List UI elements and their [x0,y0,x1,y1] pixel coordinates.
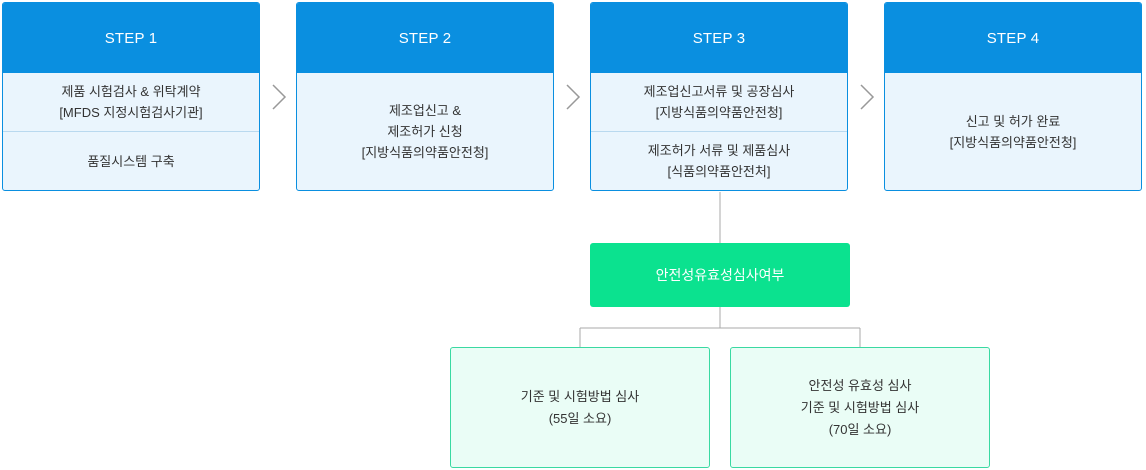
step-4-cell-1-line-1: 신고 및 허가 완료 [965,113,1061,129]
step-3-cell-1-line-2: [지방식품의약품안전청] [655,105,783,120]
option-1-line-2: (55일 소요) [548,410,612,426]
chevron-right-icon [271,83,287,111]
review-option-full: 안전성 유효성 심사 기준 및 시험방법 심사 (70일 소요) [730,347,990,468]
option-2-line-2: 기준 및 시험방법 심사 [800,399,920,415]
step-2-title: STEP 2 [297,3,553,73]
step-3-cell-product-review: 제조허가 서류 및 제품심사 [식품의약품안전처] [591,131,847,190]
step-1-cell-1-line-2: [MFDS 지정시험검사기관] [59,105,203,120]
step-3-cell-2-line-1: 제조허가 서류 및 제품심사 [647,143,791,158]
step-2-cell-1-line-2: 제조허가 신청 [387,124,463,139]
step-1-cell-quality-system: 품질시스템 구축 [3,131,259,190]
review-option-standard: 기준 및 시험방법 심사 (55일 소요) [450,347,710,468]
step-4-cell-completion: 신고 및 허가 완료 [지방식품의약품안전청] [885,73,1141,190]
step-1-cell-1-line-1: 제품 시험검사 & 위탁계약 [61,84,201,99]
step-3-cell-1-line-1: 제조업신고서류 및 공장심사 [643,84,795,99]
step-4-title: STEP 4 [885,3,1141,73]
chevron-right-icon [565,83,581,111]
step-3-title: STEP 3 [591,3,847,73]
option-2-line-3: (70일 소요) [828,421,892,437]
step-1-cell-contract: 제품 시험검사 & 위탁계약 [MFDS 지정시험검사기관] [3,73,259,131]
step-2-cell-application: 제조업신고 & 제조허가 신청 [지방식품의약품안전청] [297,73,553,190]
review-decision-box: 안전성유효성심사여부 [590,243,850,307]
step-2-cell-1-line-3: [지방식품의약품안전청] [361,145,489,160]
step-4-card: STEP 4 신고 및 허가 완료 [지방식품의약품안전청] [884,2,1142,191]
step-3-card: STEP 3 제조업신고서류 및 공장심사 [지방식품의약품안전청] 제조허가 … [590,2,848,191]
step-2-cell-1-line-1: 제조업신고 & [388,103,462,118]
option-1-line-1: 기준 및 시험방법 심사 [520,388,640,404]
step-3-cell-2-line-2: [식품의약품안전처] [667,164,771,179]
option-2-line-1: 안전성 유효성 심사 [808,377,912,393]
step-2-card: STEP 2 제조업신고 & 제조허가 신청 [지방식품의약품안전청] [296,2,554,191]
step-1-title: STEP 1 [3,3,259,73]
review-decision-title: 안전성유효성심사여부 [655,267,785,283]
step-1-cell-2-line-1: 품질시스템 구축 [87,153,175,169]
step-1-card: STEP 1 제품 시험검사 & 위탁계약 [MFDS 지정시험검사기관] 품질… [2,2,260,191]
step-3-cell-factory-review: 제조업신고서류 및 공장심사 [지방식품의약품안전청] [591,73,847,131]
chevron-right-icon [859,83,875,111]
step-4-cell-1-line-2: [지방식품의약품안전청] [949,134,1077,150]
